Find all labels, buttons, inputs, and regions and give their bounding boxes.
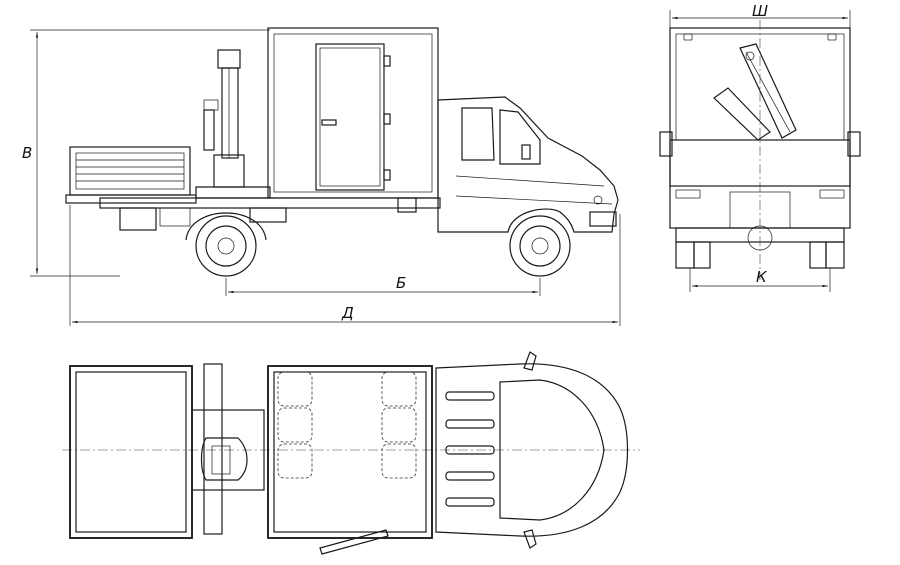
rear-view: Ш К xyxy=(659,2,861,292)
wheelbase-dimension: Б xyxy=(225,274,541,296)
length-label: Д xyxy=(341,304,354,322)
cargo-box xyxy=(267,27,439,199)
width-label: Ш xyxy=(752,2,768,20)
track-label: К xyxy=(756,268,768,286)
height-dimension: В xyxy=(22,29,270,277)
side-view: В xyxy=(22,27,621,326)
top-view xyxy=(62,351,640,555)
width-dimension: Ш xyxy=(669,2,851,30)
wheelbase-label: Б xyxy=(396,274,406,292)
front-wheel xyxy=(509,215,571,277)
crane-mast xyxy=(195,49,271,199)
length-dimension: Д xyxy=(69,205,621,326)
chassis xyxy=(99,197,441,231)
crane-arm xyxy=(713,43,797,141)
height-label: В xyxy=(22,144,32,162)
rear-wheel xyxy=(185,212,267,277)
cab xyxy=(437,96,619,233)
seats xyxy=(277,371,417,479)
rear-flatbed xyxy=(65,146,197,204)
track-dimension: К xyxy=(689,268,831,292)
cab-top xyxy=(435,351,629,549)
